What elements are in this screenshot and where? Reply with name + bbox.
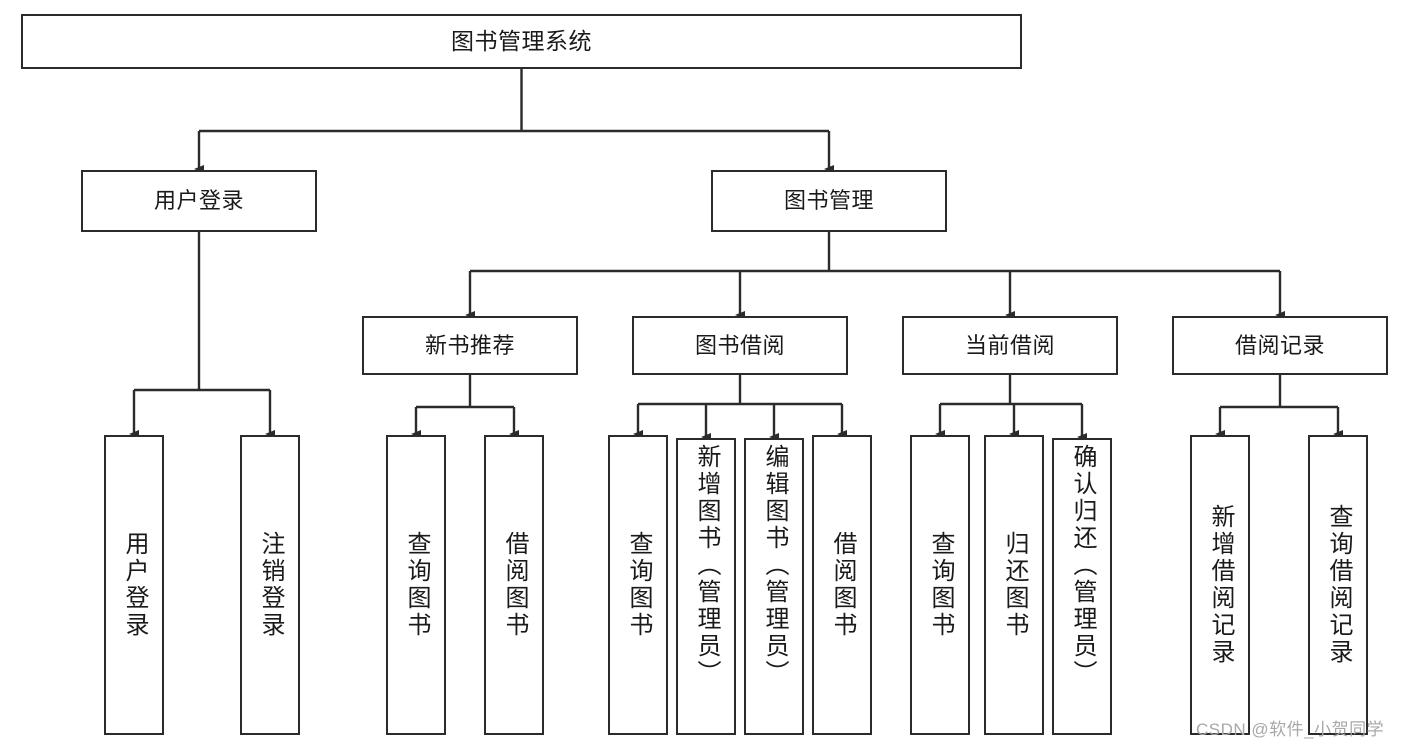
node-label: 新增借阅记录: [1207, 504, 1234, 666]
node-label: 用户登录: [121, 531, 148, 639]
node-label: 查询图书: [403, 531, 430, 639]
node-leaf_8[interactable]: 查询图书: [910, 435, 970, 735]
watermark-text: CSDN @软件_小贺同学: [1196, 720, 1385, 739]
node-l2_3[interactable]: 借阅记录: [1172, 316, 1388, 375]
node-label: 注销登录: [257, 531, 284, 639]
node-leaf_5[interactable]: 新增图书（管理员）: [676, 438, 736, 735]
node-label: 当前借阅: [964, 332, 1055, 358]
node-l2_1[interactable]: 图书借阅: [632, 316, 848, 375]
node-label: 图书管理: [783, 188, 874, 214]
node-label: 归还图书: [1001, 531, 1028, 639]
node-label: 确认归还（管理员）: [1069, 444, 1096, 687]
node-label: 编辑图书（管理员）: [761, 444, 788, 687]
node-label: 借阅记录: [1234, 332, 1325, 358]
node-l2_2[interactable]: 当前借阅: [902, 316, 1118, 375]
node-label: 新书推荐: [424, 332, 515, 358]
node-label: 图书借阅: [694, 332, 785, 358]
node-l1_0[interactable]: 用户登录: [81, 170, 317, 232]
node-leaf_9[interactable]: 归还图书: [984, 435, 1044, 735]
node-label: 图书管理系统: [451, 27, 592, 54]
node-leaf_12[interactable]: 查询借阅记录: [1308, 435, 1368, 735]
node-l1_1[interactable]: 图书管理: [711, 170, 947, 232]
node-label: 查询图书: [625, 531, 652, 639]
node-root[interactable]: 图书管理系统: [21, 14, 1022, 69]
node-label: 借阅图书: [501, 531, 528, 639]
node-leaf_10[interactable]: 确认归还（管理员）: [1052, 438, 1112, 735]
node-label: 查询图书: [927, 531, 954, 639]
node-leaf_4[interactable]: 查询图书: [608, 435, 668, 735]
node-label: 借阅图书: [829, 531, 856, 639]
node-label: 用户登录: [153, 188, 244, 214]
node-label: 查询借阅记录: [1325, 504, 1352, 666]
node-leaf_7[interactable]: 借阅图书: [812, 435, 872, 735]
node-leaf_6[interactable]: 编辑图书（管理员）: [744, 438, 804, 735]
node-leaf_1[interactable]: 注销登录: [240, 435, 300, 735]
node-leaf_11[interactable]: 新增借阅记录: [1190, 435, 1250, 735]
node-leaf_0[interactable]: 用户登录: [104, 435, 164, 735]
node-l2_0[interactable]: 新书推荐: [362, 316, 578, 375]
node-label: 新增图书（管理员）: [693, 444, 720, 687]
node-leaf_2[interactable]: 查询图书: [386, 435, 446, 735]
node-leaf_3[interactable]: 借阅图书: [484, 435, 544, 735]
